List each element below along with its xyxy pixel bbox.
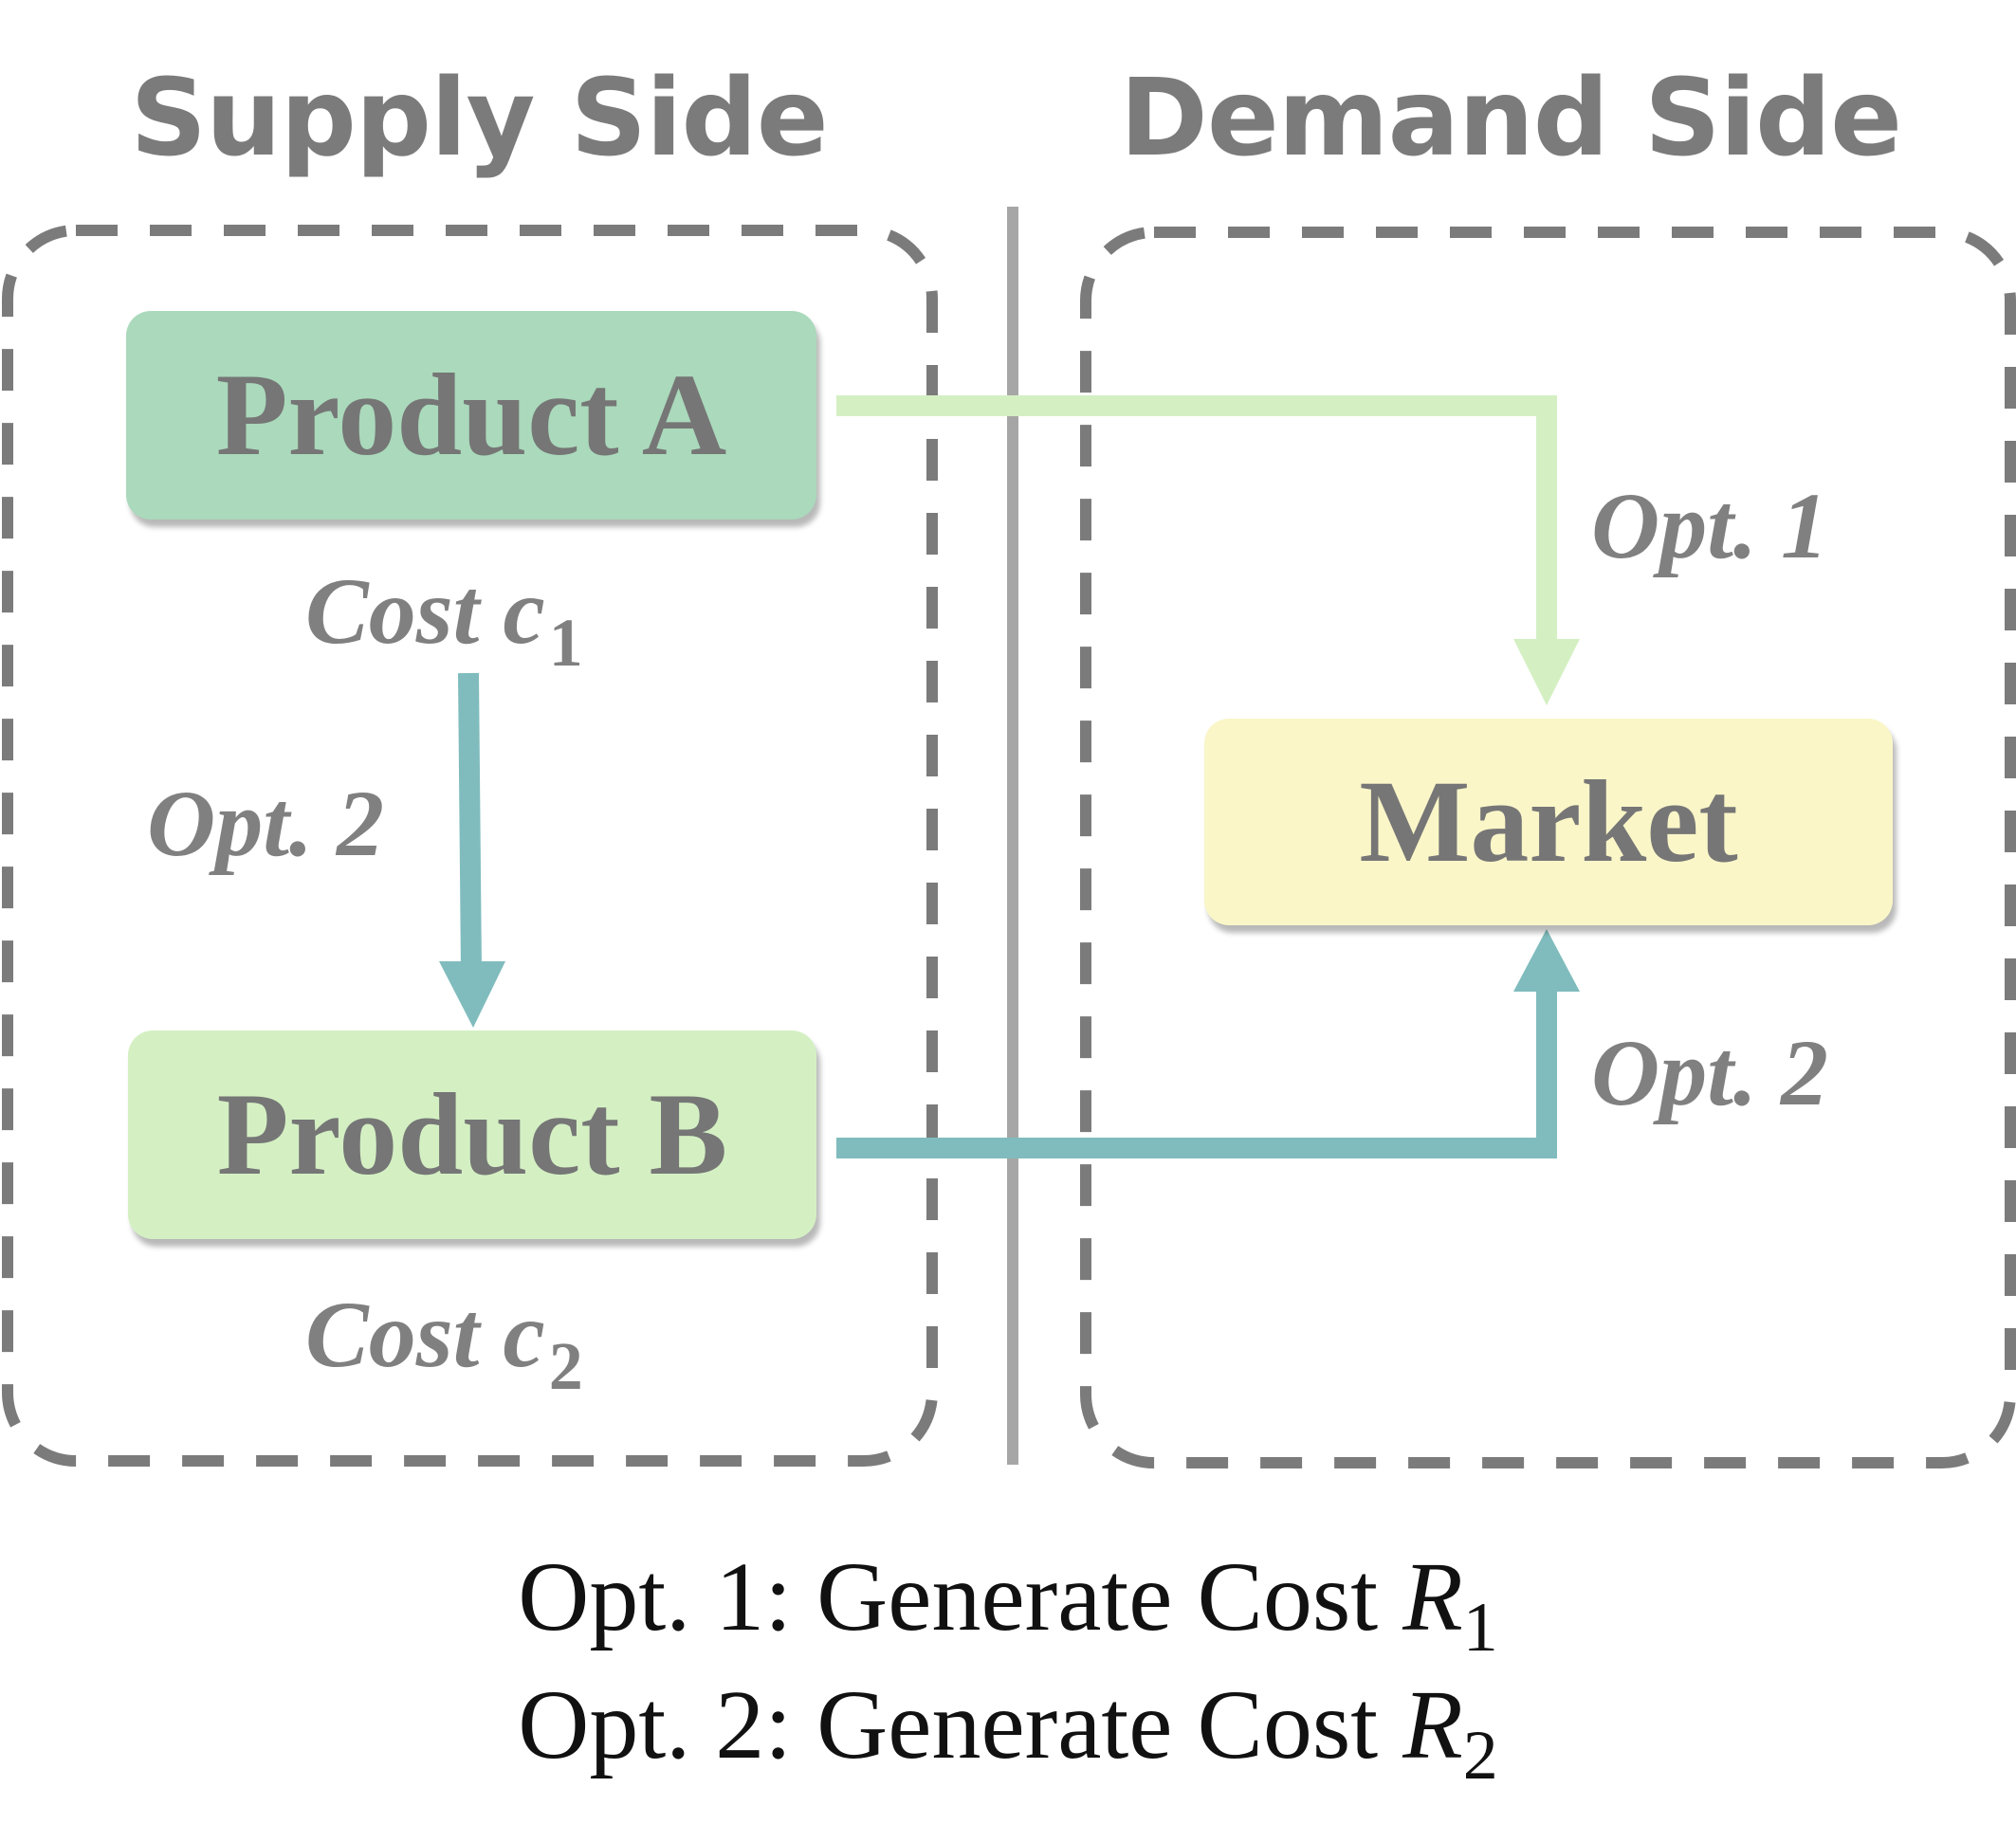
supply-group-border bbox=[2, 225, 938, 1467]
demand-group-border bbox=[1080, 227, 2016, 1468]
product-a-box: Product A bbox=[126, 311, 816, 520]
caption-line-2: Opt. 2: Generate Cost R2 bbox=[518, 1670, 1498, 1795]
cost-c2-label: Cost c2 bbox=[305, 1282, 583, 1405]
opt2-arrowhead-left bbox=[439, 961, 505, 1028]
caption-line-1: Opt. 1: Generate Cost R1 bbox=[518, 1542, 1498, 1667]
product-a-label: Product A bbox=[215, 350, 727, 480]
product-b-label: Product B bbox=[216, 1069, 728, 1199]
supply-side-title: Supply Side bbox=[130, 57, 828, 180]
cost-c1-label: Cost c1 bbox=[305, 558, 583, 682]
opt1-arrowhead bbox=[1513, 639, 1580, 705]
opt2-connector-right bbox=[836, 980, 1557, 1158]
opt1-right-label: Opt. 1 bbox=[1591, 473, 1828, 578]
demand-side-title: Demand Side bbox=[1119, 57, 1902, 180]
opt2-right-label: Opt. 2 bbox=[1591, 1020, 1828, 1125]
market-label: Market bbox=[1359, 757, 1738, 886]
product-b-box: Product B bbox=[128, 1030, 816, 1239]
opt1-connector bbox=[836, 395, 1557, 648]
market-box: Market bbox=[1204, 719, 1893, 925]
opt2-connector-left bbox=[458, 672, 482, 972]
opt2-arrowhead-right bbox=[1513, 929, 1580, 992]
opt2-left-label: Opt. 2 bbox=[147, 771, 384, 876]
